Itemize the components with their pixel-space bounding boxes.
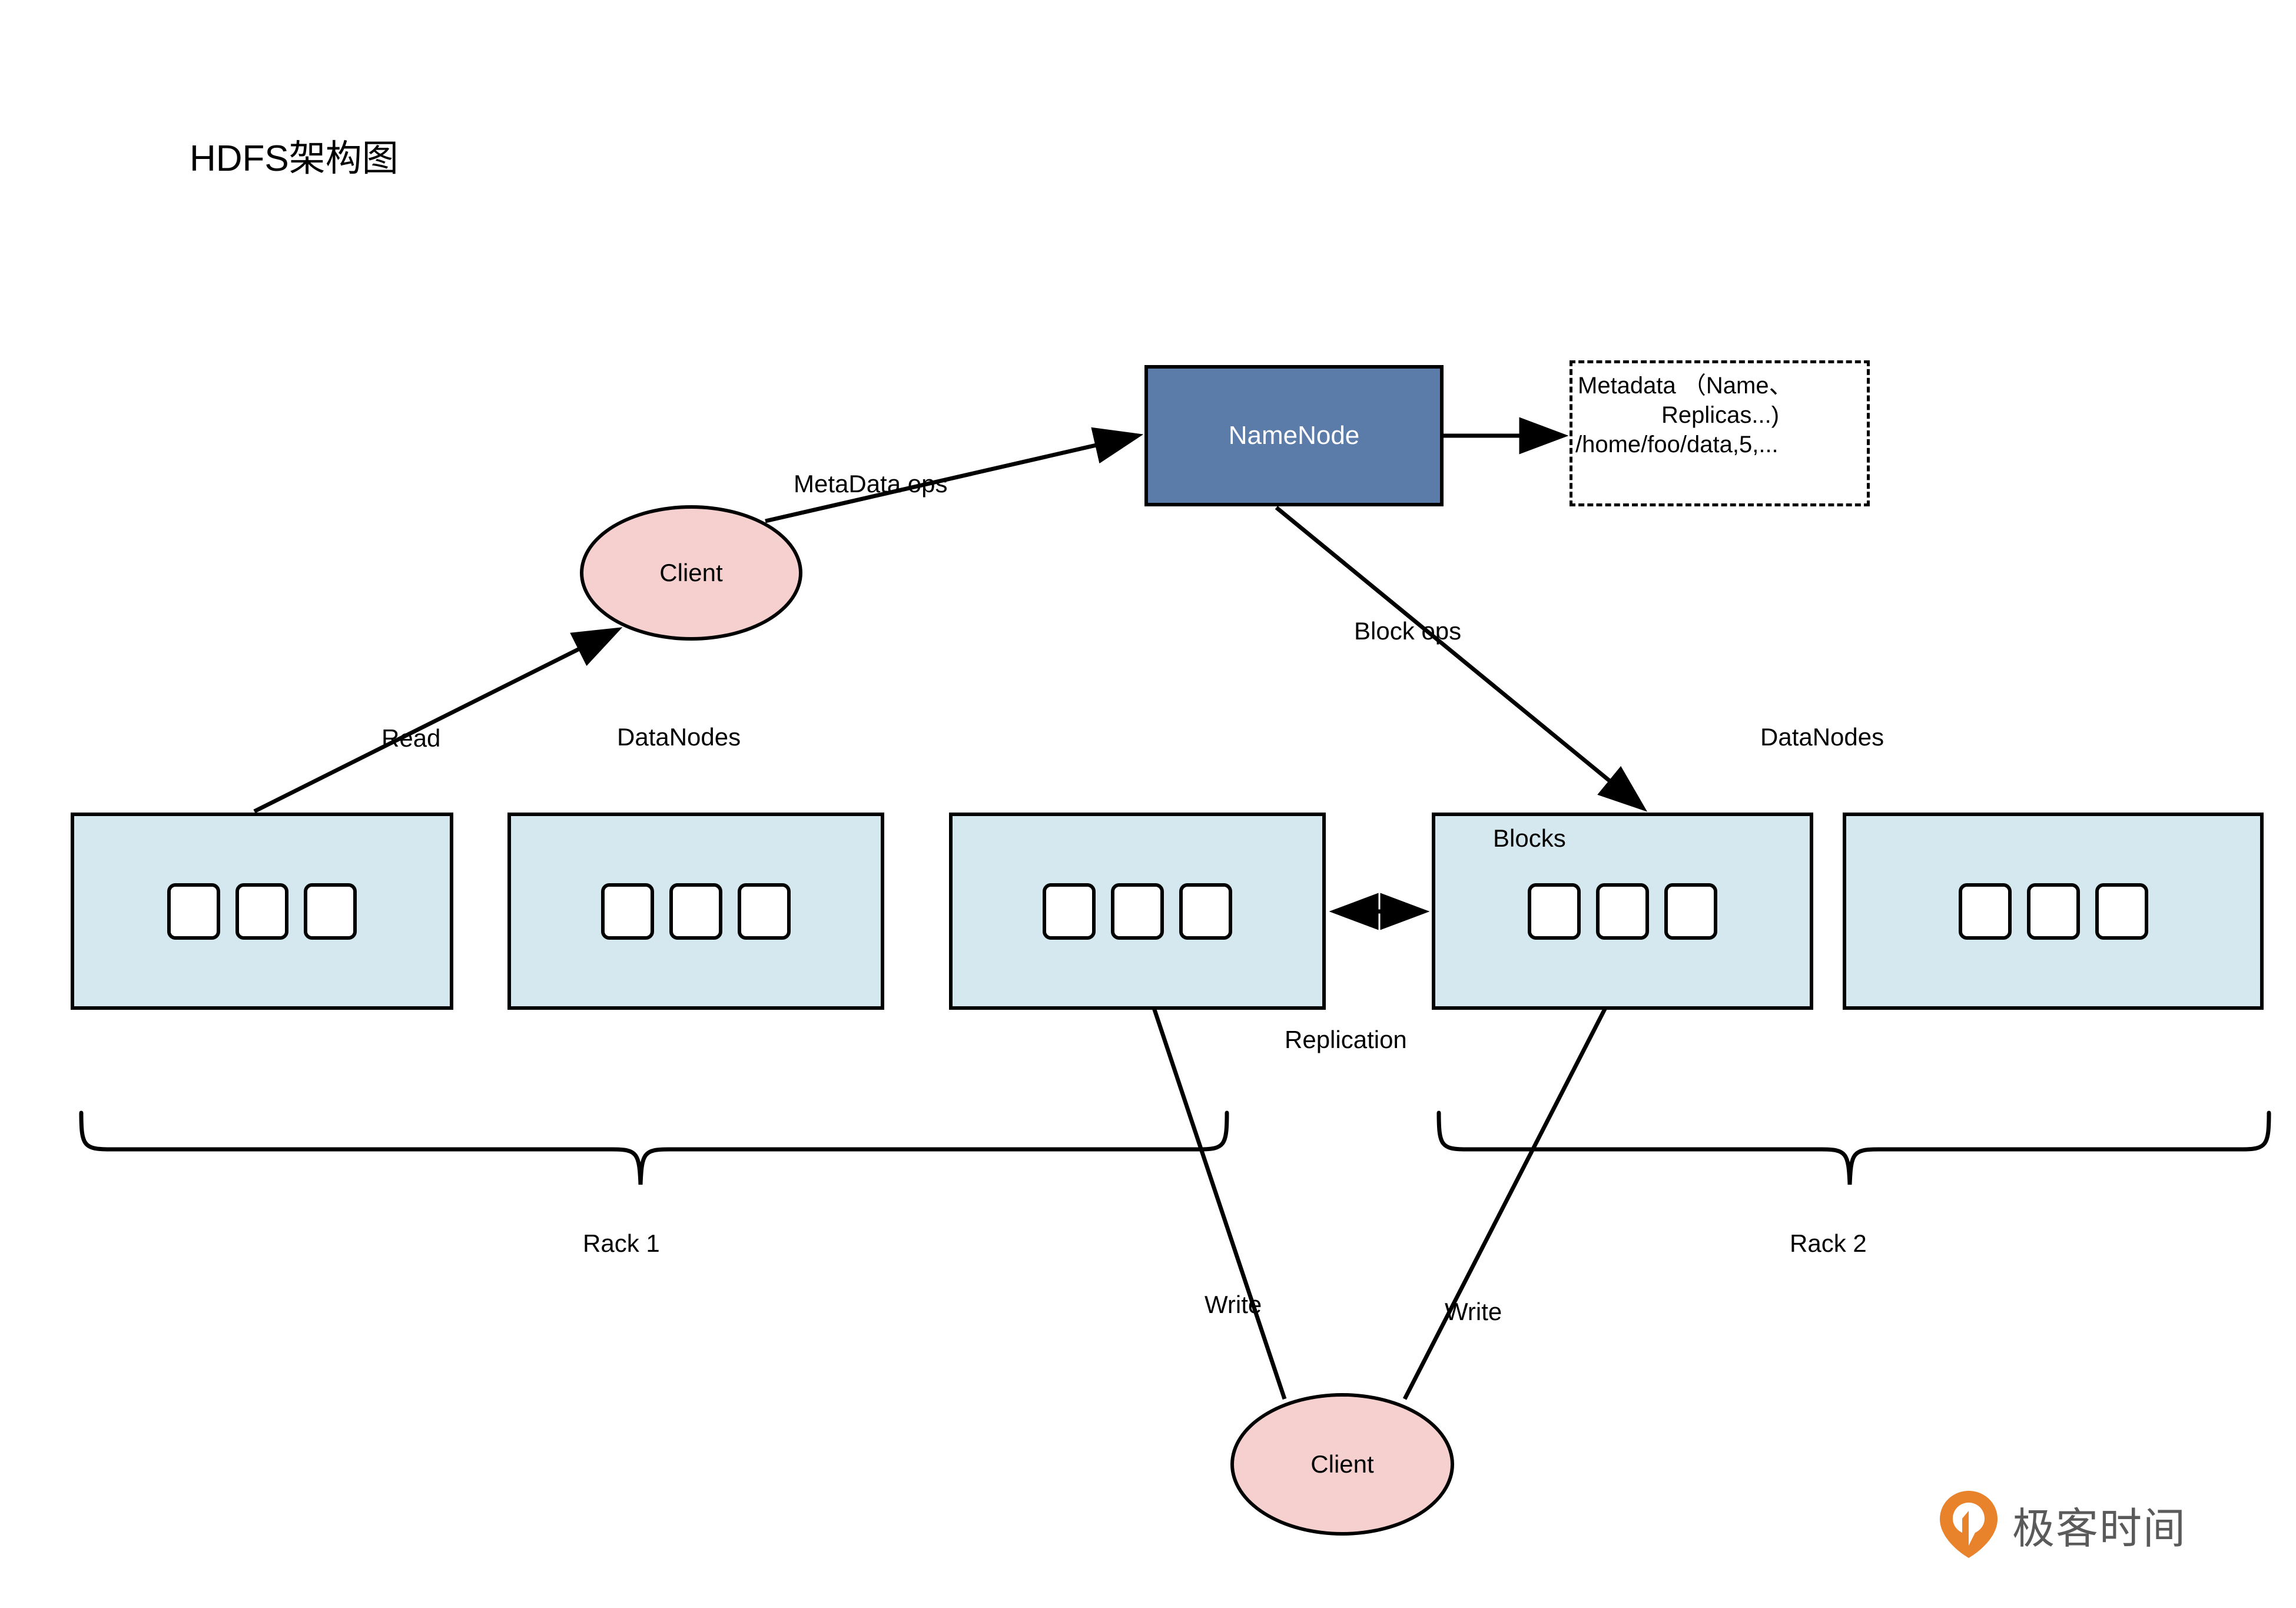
metadata-line-1: Metadata （Name、 [1578, 373, 1793, 399]
block [1043, 883, 1096, 940]
label-replication: Replication [1285, 1026, 1407, 1053]
block [669, 883, 722, 940]
edge-write-right [1402, 953, 1634, 1400]
geektime-pin-icon [1938, 1490, 1999, 1559]
metadata-text: Metadata （Name、 Replicas...) /home/foo/d… [1573, 371, 1867, 459]
label-rack-2: Rack 2 [1790, 1229, 1867, 1257]
metadata-line-3: /home/foo/data,5,... [1575, 432, 1779, 457]
block-row [1435, 883, 1810, 940]
namenode-box[interactable] [1144, 365, 1444, 506]
rack1-brace [79, 1110, 1229, 1185]
block-row [74, 883, 450, 940]
block [1664, 883, 1717, 940]
blocks-caption: Blocks [1493, 824, 1566, 852]
block [1528, 883, 1581, 940]
label-metadata-ops: MetaData ops [794, 470, 948, 498]
page-title: HDFS架构图 [190, 138, 399, 179]
edge-read [253, 627, 623, 814]
rack2-brace [1436, 1110, 2271, 1185]
block [2095, 883, 2148, 940]
block [601, 883, 654, 940]
client-node-top[interactable] [580, 505, 802, 641]
datanode-box-4[interactable] [1432, 813, 1813, 1010]
label-read: Read [381, 724, 441, 752]
block-row [953, 883, 1322, 940]
label-block-ops: Block ops [1354, 617, 1462, 645]
metadata-line-2: Replicas...) [1661, 402, 1780, 428]
block [1596, 883, 1649, 940]
geektime-logo: 极客时间 [1938, 1490, 2186, 1559]
client-node-bottom[interactable] [1230, 1393, 1454, 1536]
label-datanodes-right: DataNodes [1760, 723, 1884, 751]
label-write-left: Write [1205, 1291, 1262, 1318]
datanode-box-1[interactable] [71, 813, 453, 1010]
edge-write-left [1133, 953, 1287, 1400]
datanode-box-2[interactable] [507, 813, 884, 1010]
label-write-right: Write [1445, 1298, 1502, 1325]
edge-metadata-ops [765, 427, 1144, 523]
edge-block-ops [1275, 506, 1648, 812]
block [304, 883, 357, 940]
block [738, 883, 791, 940]
block [167, 883, 220, 940]
block [1958, 883, 2012, 940]
block-row [511, 883, 881, 940]
block [235, 883, 288, 940]
block-row [1846, 883, 2260, 940]
block [1111, 883, 1164, 940]
datanode-box-3[interactable] [949, 813, 1326, 1010]
block [1179, 883, 1232, 940]
metadata-box [1570, 360, 1870, 506]
block [2026, 883, 2080, 940]
label-rack-1: Rack 1 [583, 1229, 660, 1257]
geektime-logo-text: 极客时间 [2012, 1505, 2187, 1553]
datanode-box-5[interactable] [1843, 813, 2264, 1010]
label-datanodes-left: DataNodes [617, 723, 741, 751]
